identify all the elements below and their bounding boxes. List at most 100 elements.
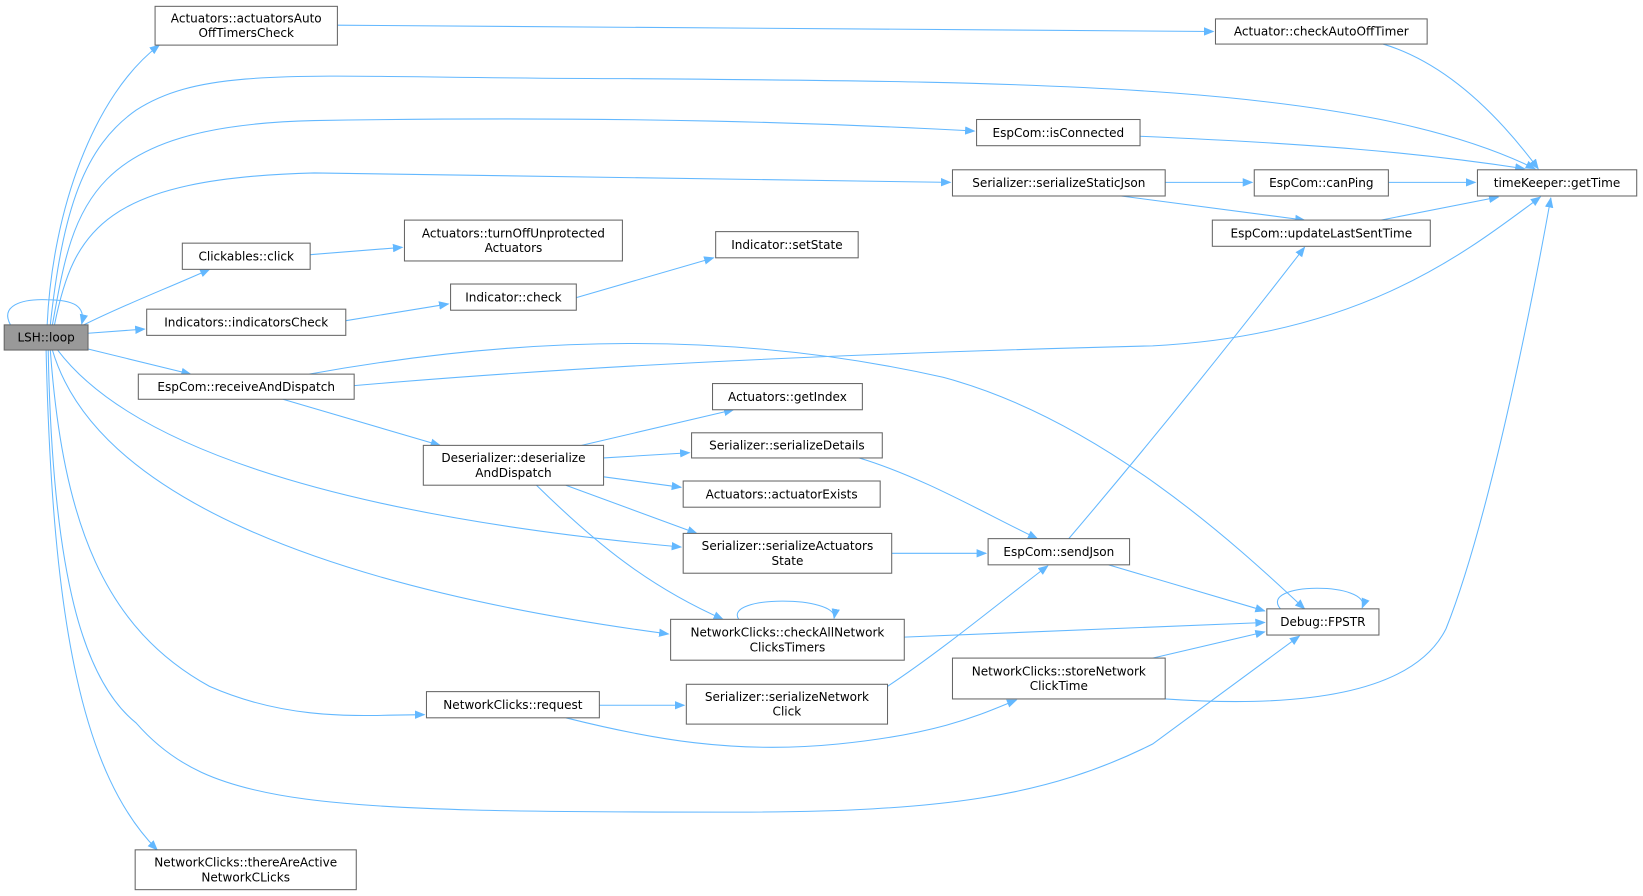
node-receiveAndDispatch[interactable]: EspCom::receiveAndDispatch [137,373,355,400]
edge-loop-to-isConnected [51,118,976,325]
node-label: Indicator::setState [731,238,842,252]
node-label: EspCom::receiveAndDispatch [157,380,335,394]
node-serializeDetails[interactable]: Serializer::serializeDetails [691,432,883,459]
node-label: Actuators::actuatorExists [706,487,858,501]
edge-isConnected-to-getTime [1140,135,1526,172]
node-label: Click [773,705,802,719]
node-checkAutoOffTimer[interactable]: Actuator::checkAutoOffTimer [1214,18,1428,45]
edge-deserialize-to-serializeActuatorsState [565,484,698,535]
node-label: Actuators [485,241,543,255]
node-box [134,849,357,891]
edge-indicatorsCheck-to-check [345,301,450,322]
node-label: Debug::FPSTR [1280,615,1366,629]
node-box [1253,169,1389,197]
edge-receiveAndDispatch-to-fpstr [309,342,1306,610]
edge-check-to-setState [576,256,715,299]
node-box [450,283,577,311]
node-box [951,169,1166,197]
node-label: Actuators::actuatorsAuto [171,12,322,26]
node-label: EspCom::isConnected [992,126,1124,140]
node-label: EspCom::canPing [1269,176,1373,190]
edge-sendJson-to-updateLastSentTime [1068,246,1306,539]
node-box [422,444,605,486]
edge-request-to-storeNetwork [565,699,1018,748]
edge-deserialize-to-actuatorExists [603,476,683,491]
edges [7,24,1554,851]
node-label: Serializer::serializeNetwork [705,690,869,704]
node-label: Indicators::indicatorsCheck [164,315,328,329]
node-check[interactable]: Indicator::check [450,283,577,311]
edge-autoOff-to-checkAutoOffTimer [337,24,1215,36]
edge-loop-to-request [49,349,426,719]
node-serializeStaticJson[interactable]: Serializer::serializeStaticJson [951,169,1166,197]
edge-deserialize-to-checkAllNetwork [536,484,724,620]
edge-loop-to-thereAreActive [45,350,158,851]
node-label: NetworkClicks::request [443,698,582,712]
node-box [951,657,1166,700]
node-box [403,219,623,262]
edge-click-to-turnOff [310,243,404,256]
node-request[interactable]: NetworkClicks::request [425,691,600,719]
edge-loop-to-serializeStaticJson [53,172,952,325]
node-box [425,691,600,719]
node-sendJson[interactable]: EspCom::sendJson [987,538,1131,566]
node-canPing[interactable]: EspCom::canPing [1253,169,1389,197]
node-thereAreActive[interactable]: NetworkClicks::thereAreActiveNetworkCLic… [134,849,357,891]
node-box [1211,219,1431,247]
node-box [670,618,905,661]
node-label: EspCom::sendJson [1003,545,1114,559]
node-box [976,118,1141,147]
node-label: Actuators::turnOffUnprotected [422,226,605,240]
node-loop[interactable]: LSH::loop [3,324,89,351]
node-label: Indicator::check [465,290,561,304]
node-click[interactable]: Clickables::click [181,242,311,270]
node-label: Deserializer::deserialize [441,451,585,465]
edge-sendJson-to-fpstr [1108,564,1266,613]
edge-storeNetwork-to-getTime [1165,197,1554,703]
node-box [137,373,355,400]
edge-serializeDetails-to-sendJson [859,457,1039,540]
node-label: Clickables::click [198,249,294,263]
node-box [1266,608,1380,636]
node-box [154,5,338,46]
edge-serializeNetworkClick-to-sendJson [887,565,1049,687]
node-box [712,383,863,411]
edge-loop-to-indicatorsCheck [87,325,146,334]
edge-loop-to-checkAllNetwork [51,349,670,637]
node-label: Serializer::serializeStaticJson [972,176,1145,190]
node-box [691,432,883,459]
edge-storeNetwork-to-fpstr [1152,629,1266,659]
node-box [987,538,1131,566]
node-setState[interactable]: Indicator::setState [715,231,859,259]
edge-checkAutoOffTimer-to-getTime [1382,43,1539,170]
edge-loop-to-autoOff [46,44,161,325]
node-actuatorExists[interactable]: Actuators::actuatorExists [682,480,881,508]
node-isConnected[interactable]: EspCom::isConnected [976,118,1141,147]
node-label: EspCom::updateLastSentTime [1231,226,1413,240]
node-checkAllNetwork[interactable]: NetworkClicks::checkAllNetworkClicksTime… [670,618,905,661]
edge-receiveAndDispatch-to-getTime [354,196,1542,387]
node-updateLastSentTime[interactable]: EspCom::updateLastSentTime [1211,219,1431,247]
node-box [1214,18,1428,45]
node-getIndex[interactable]: Actuators::getIndex [712,383,863,411]
node-fpstr[interactable]: Debug::FPSTR [1266,608,1380,636]
node-box [682,532,893,574]
edge-checkAllNetwork-to-fpstr [904,618,1266,638]
edge-deserialize-to-serializeDetails [603,449,691,459]
edge-loop-to-loop [7,299,88,326]
node-box [715,231,859,259]
node-indicatorsCheck[interactable]: Indicators::indicatorsCheck [146,308,347,336]
edge-updateLastSentTime-to-getTime [1380,194,1500,221]
node-label: NetworkCLicks [201,870,290,884]
node-getTime[interactable]: timeKeeper::getTime [1476,169,1638,197]
node-label: timeKeeper::getTime [1494,176,1621,190]
edge-loop-to-serializeActuatorsState [57,349,683,551]
node-label: OffTimersCheck [198,26,294,40]
node-label: AndDispatch [475,466,551,480]
